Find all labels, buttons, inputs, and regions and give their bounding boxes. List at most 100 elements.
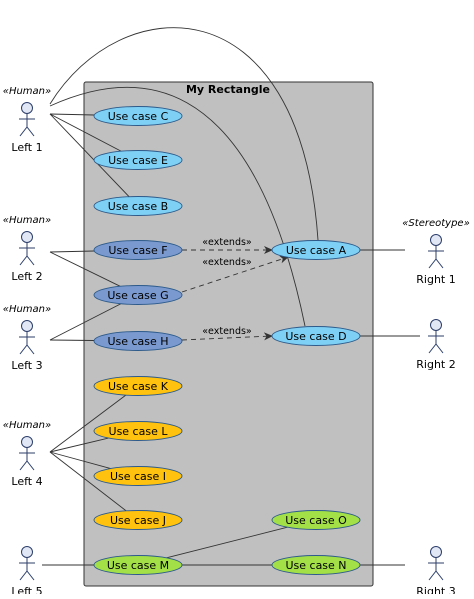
extends-arrow-g-a [181,255,289,293]
association-left1-b [49,113,130,198]
use-case-c[interactable]: Use case C [93,106,183,126]
use-case-ellipse [93,285,183,305]
association-left2-f [49,250,95,253]
actor-left1[interactable]: Left 1 «Human» [3,86,51,154]
use-case-label: Use case A [286,244,347,257]
association-left4-l [49,437,109,453]
actor-head-icon [21,546,33,558]
use-case-ellipse [271,555,361,575]
use-case-label: Use case I [110,470,166,483]
association-left1-c [49,113,95,116]
use-case-label: Use case L [109,425,169,438]
use-case-ellipse [93,510,183,530]
association-left4-i [49,451,111,469]
actor-head-icon [21,102,33,114]
actor-name: Left 2 [11,270,42,283]
actor-head-icon [21,320,33,332]
actor-left2[interactable]: Left 2 «Human» [3,215,51,283]
actor-head-icon [430,234,442,246]
use-case-ellipse [271,326,361,346]
actor-leg-left [19,570,28,581]
association-left1-e [49,113,122,152]
association-left1-d [49,86,306,327]
use-case-m[interactable]: Use case M [93,555,183,575]
actor-name: Left 1 [11,141,42,154]
system-boundary-title: My Rectangle [186,83,270,96]
use-case-e[interactable]: Use case E [93,150,183,170]
use-case-f[interactable]: Use case F [93,240,183,260]
use-case-b[interactable]: Use case B [93,196,183,216]
actor-stereotype: «Human» [3,86,51,97]
use-case-a[interactable]: Use case A [271,240,361,260]
use-cases-layer: Use case C Use case E Use case B Use case F… [93,106,361,575]
use-case-ellipse [93,106,183,126]
use-case-label: Use case K [108,380,169,393]
actor-stereotype: «Human» [3,304,51,315]
use-case-h[interactable]: Use case H [93,331,183,351]
actor-stereotype: «Stereotype» [402,218,470,229]
use-case-label: Use case N [285,559,346,572]
actor-head-icon [430,546,442,558]
actor-name: Right 1 [416,273,455,286]
use-case-ellipse [93,150,183,170]
use-case-ellipse [93,555,183,575]
use-case-k[interactable]: Use case K [93,376,183,396]
use-case-ellipse [93,331,183,351]
actor-leg-right [26,570,35,581]
use-case-o[interactable]: Use case O [271,510,361,530]
use-case-ellipse [93,240,183,260]
actor-head-icon [21,231,33,243]
association-left1-a [49,27,319,241]
actor-leg-left [428,258,437,269]
actor-leg-left [428,343,437,354]
use-case-ellipse [93,196,183,216]
actor-right1[interactable]: Right 1 «Stereotype» [402,218,470,286]
actor-left3[interactable]: Left 3«Human» [3,304,51,372]
association-left4-k [49,394,127,453]
use-case-label: Use case B [108,200,168,213]
use-case-i[interactable]: Use case I [93,466,183,486]
extends-label: «extends» [202,237,252,248]
actor-leg-right [435,343,444,354]
use-case-ellipse [271,240,361,260]
use-case-n[interactable]: Use case N [271,555,361,575]
use-case-g[interactable]: Use case G [93,285,183,305]
use-case-label: Use case M [107,559,169,572]
relations-layer: «extends»«extends»«extends» [42,27,420,566]
actor-left5[interactable]: Left 5 [11,546,43,598]
actor-stereotype: «Human» [3,215,51,226]
extends-arrow-h-d [181,332,273,341]
actor-name: Right 3 [416,585,455,594]
use-case-label: Use case H [107,335,168,348]
actor-head-icon [21,436,33,448]
actor-leg-right [26,460,35,471]
use-case-ellipse [93,376,183,396]
actor-head-icon [430,319,442,331]
use-case-ellipse [271,510,361,530]
actor-leg-left [428,570,437,581]
use-case-label: Use case J [110,514,166,527]
actor-leg-right [26,126,35,137]
actor-leg-right [26,344,35,355]
actors-layer: Left 1«Human»Left 2«Human»Left 3«Human»L… [3,86,470,598]
actor-stereotype: «Human» [3,420,51,431]
actor-leg-left [19,126,28,137]
actor-left4[interactable]: Left 4 «Human» [3,420,51,488]
actor-leg-left [19,255,28,266]
actor-right2[interactable]: Right 2 [416,319,456,372]
use-case-label: Use case G [107,289,168,302]
use-case-label: Use case O [285,514,347,527]
association-left3-h [49,339,95,341]
actor-right3[interactable]: Right 3 [416,546,456,598]
association-left3-g [49,303,122,341]
extends-label: «extends» [202,326,252,337]
use-case-j[interactable]: Use case J [93,510,183,530]
use-case-label: Use case E [108,154,168,167]
actor-name: Right 2 [416,358,455,371]
actor-leg-right [435,570,444,581]
use-case-l[interactable]: Use case L [93,421,183,441]
use-case-d[interactable]: Use case D [271,326,361,346]
actor-name: Left 4 [11,475,42,488]
